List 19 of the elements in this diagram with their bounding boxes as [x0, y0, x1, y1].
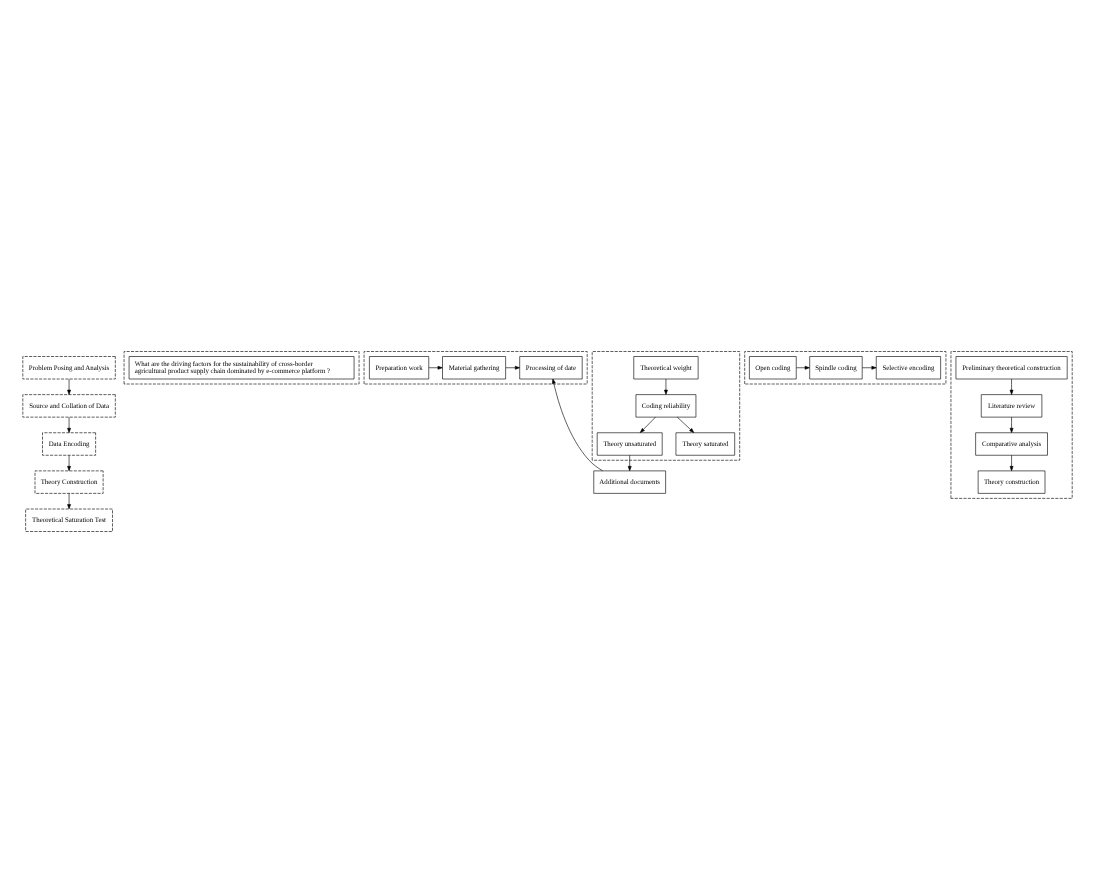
arrow [67, 453, 71, 471]
arrow [1009, 377, 1014, 394]
arrow [67, 415, 71, 432]
arrow [67, 492, 71, 509]
cluster [591, 350, 740, 460]
arrow [1009, 453, 1014, 471]
arrow [627, 453, 632, 471]
arrow [1009, 415, 1014, 432]
arrow [505, 364, 520, 369]
arrow [67, 377, 71, 394]
cluster [744, 350, 947, 384]
arrow [664, 377, 668, 394]
arrow [428, 364, 443, 369]
cluster [950, 350, 1073, 498]
arrow [861, 364, 877, 369]
arrow [552, 377, 603, 471]
arrow [639, 415, 656, 432]
arrow [677, 415, 695, 432]
arrow [796, 364, 810, 369]
